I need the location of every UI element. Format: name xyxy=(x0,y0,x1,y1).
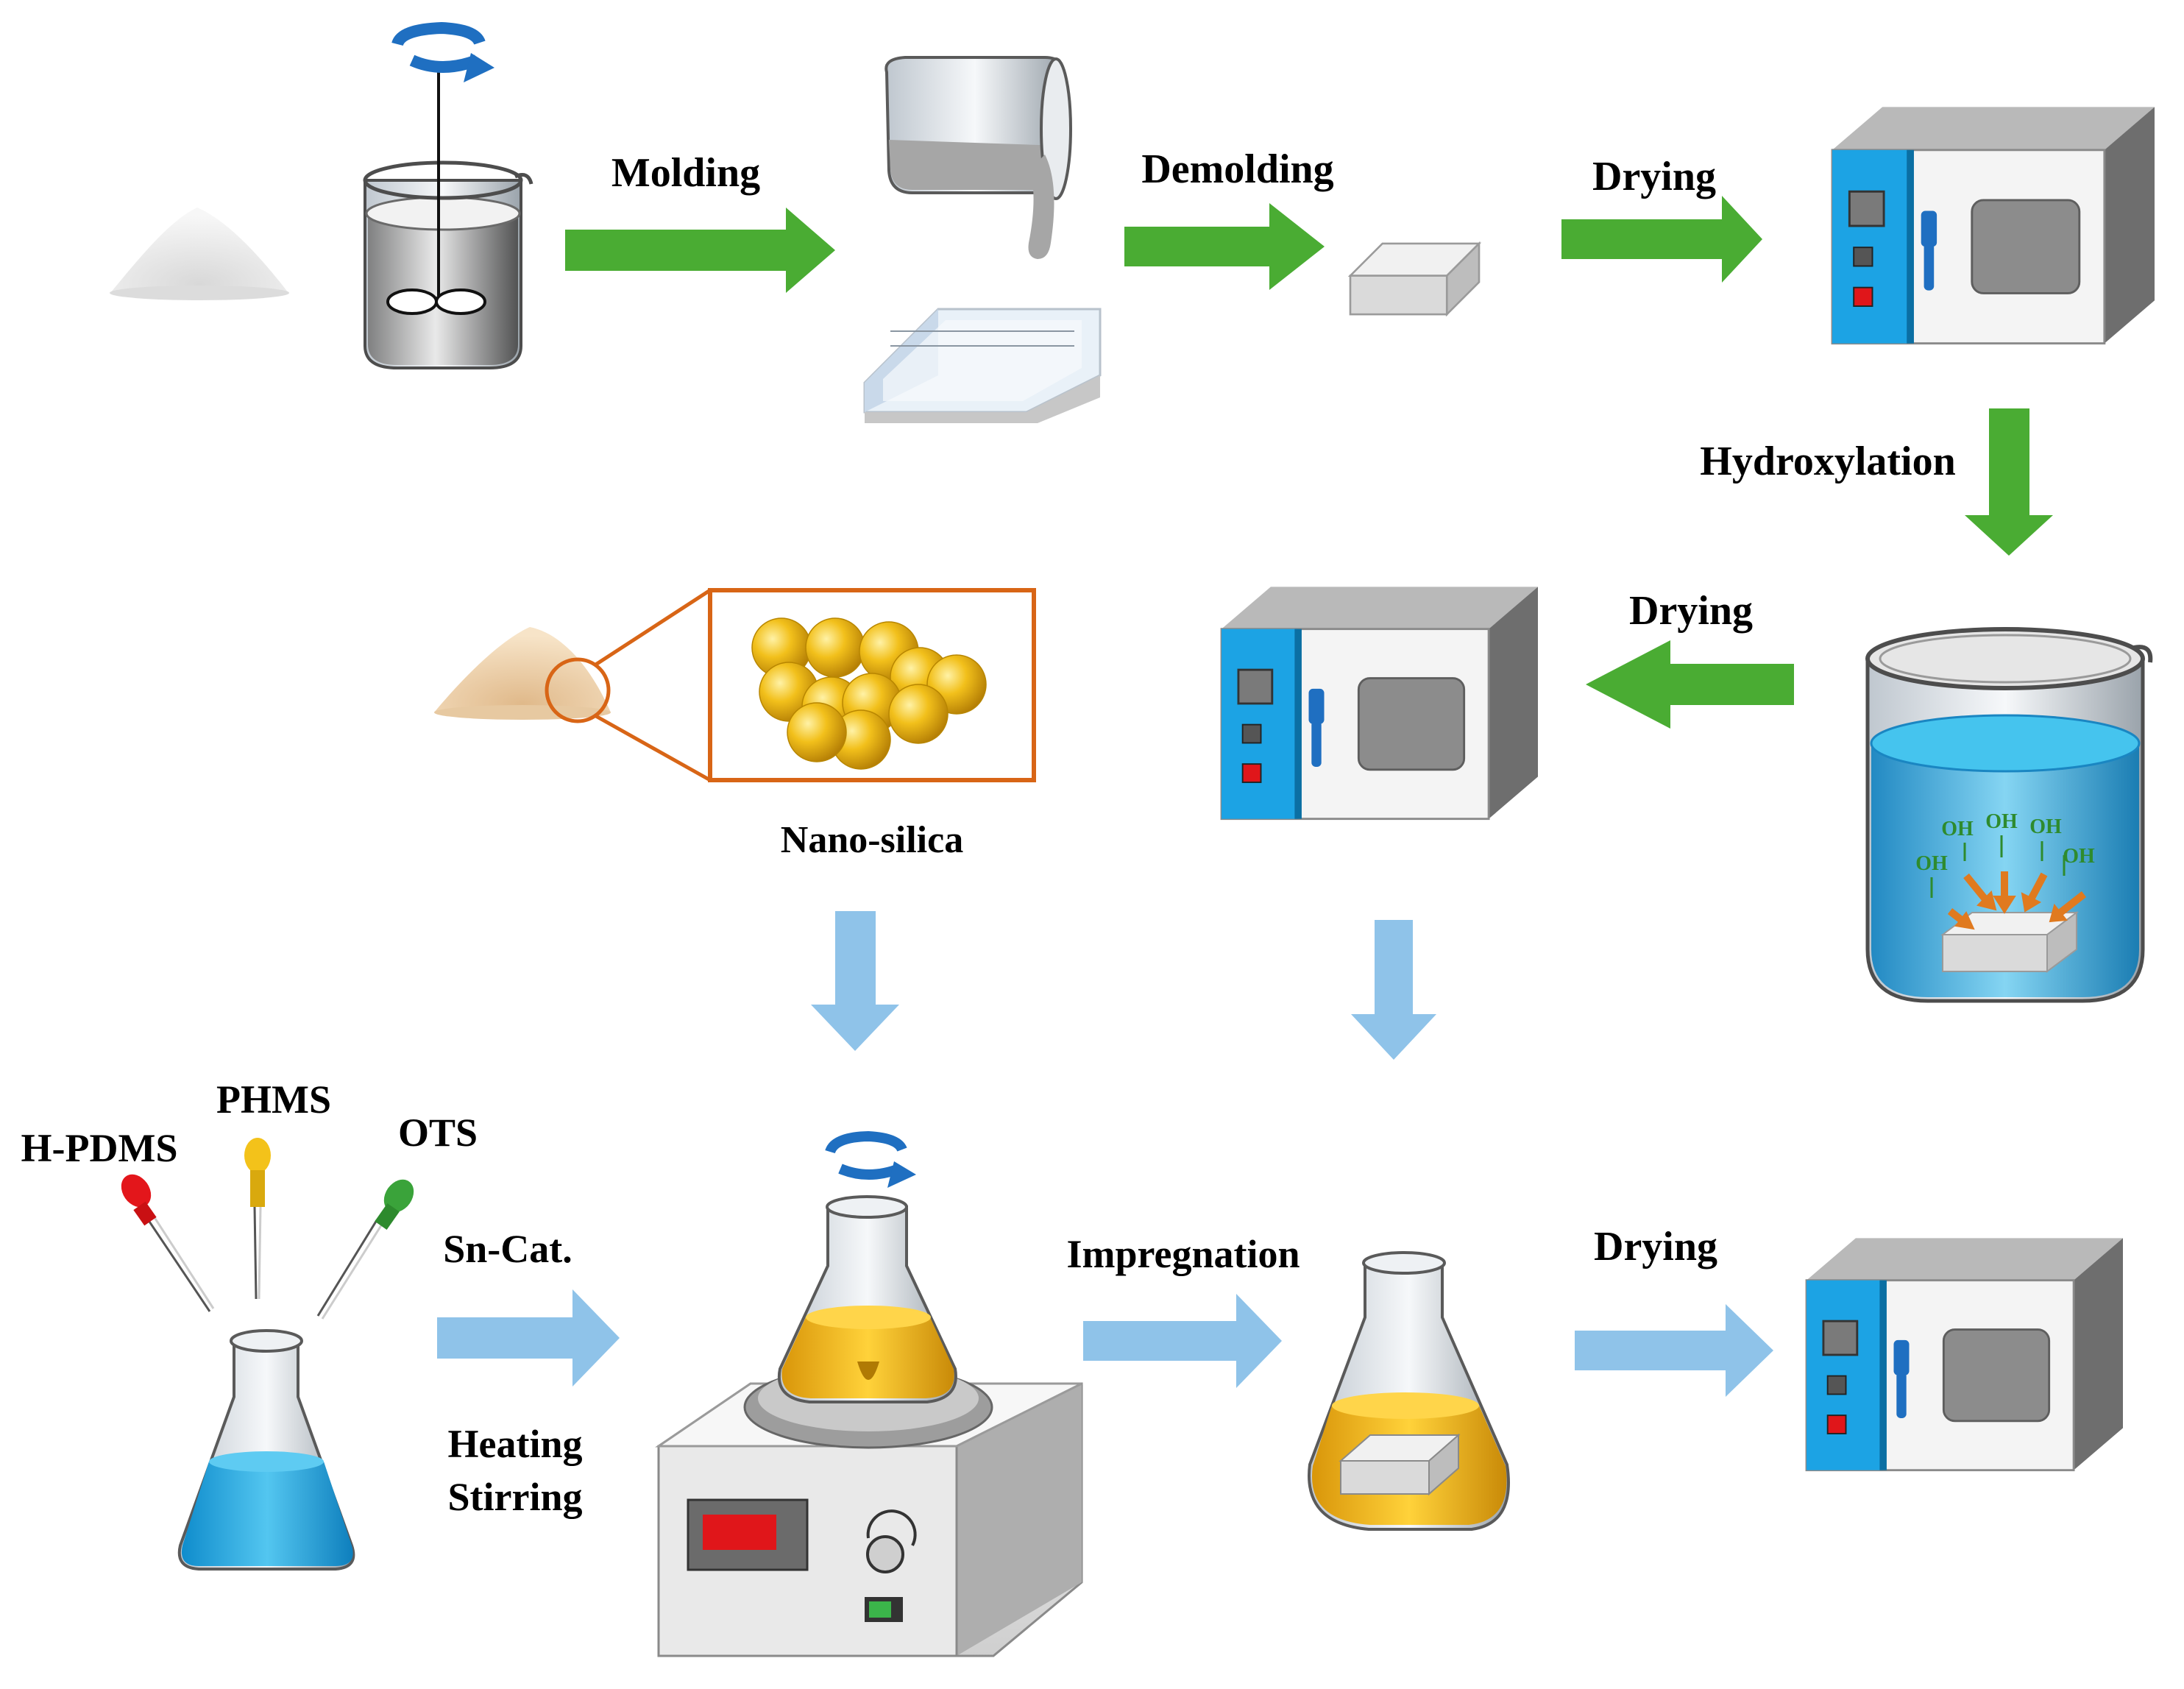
label-hydroxylation: Hydroxylation xyxy=(1700,439,1955,484)
mold-tray-icon xyxy=(863,308,1102,423)
arrow-sn-cat xyxy=(437,1289,620,1387)
nano-silica-spheres-icon xyxy=(708,588,1036,782)
impregnation-flask-icon xyxy=(1308,1251,1510,1531)
arrow-drying-3 xyxy=(1575,1304,1773,1397)
label-stirring: Stirring xyxy=(448,1475,583,1519)
label-drying-2: Drying xyxy=(1629,588,1753,634)
arrow-drying-2 xyxy=(1586,640,1794,729)
label-nano-silica: Nano-silica xyxy=(781,819,963,861)
label-drying-1: Drying xyxy=(1592,154,1716,199)
powder-pile-icon xyxy=(110,208,289,300)
oven-icon xyxy=(1831,105,2156,345)
blue-flask-icon xyxy=(177,1329,355,1571)
label-drying-3: Drying xyxy=(1594,1224,1717,1270)
arrow-impregnation xyxy=(1083,1294,1282,1388)
arrow-down-nano-silica xyxy=(811,911,899,1051)
oh-label: OH xyxy=(1941,818,1974,840)
dropper-icon xyxy=(244,1138,271,1300)
stirred-beaker-icon xyxy=(363,66,533,369)
arrow-down-oven xyxy=(1351,920,1436,1060)
dropper-icon xyxy=(121,1174,215,1312)
oh-label: OH xyxy=(1915,852,1948,875)
oh-label: OH xyxy=(1985,810,2018,833)
label-impregnation: Impregnation xyxy=(1066,1232,1300,1276)
arrow-demolding xyxy=(1124,203,1325,290)
label-sn-cat: Sn-Cat. xyxy=(443,1227,572,1271)
solid-block-icon xyxy=(1349,242,1481,316)
label-molding: Molding xyxy=(611,150,760,196)
label-heating: Heating xyxy=(448,1422,583,1466)
oh-label: OH xyxy=(2063,845,2095,868)
label-phms: PHMS xyxy=(216,1077,331,1122)
label-ots: OTS xyxy=(398,1111,478,1155)
arrow-hydroxylation xyxy=(1965,408,2053,556)
label-demolding: Demolding xyxy=(1141,146,1333,192)
oven-icon xyxy=(1220,585,1539,821)
hot-plate-stirrer-icon xyxy=(655,1365,1083,1657)
hydroxylation-beaker-icon: OH OH OH OH OH xyxy=(1865,627,2153,1003)
rotate-arrow-icon xyxy=(825,1130,916,1188)
gold-flask-icon xyxy=(777,1195,957,1403)
rotate-arrow-icon xyxy=(391,21,494,82)
arrow-drying-1 xyxy=(1561,196,1762,283)
oh-label: OH xyxy=(2029,815,2062,838)
oven-icon xyxy=(1805,1236,2124,1472)
dropper-icon xyxy=(316,1179,414,1320)
label-h-pdms: H-PDMS xyxy=(21,1126,178,1170)
pouring-beaker-icon xyxy=(884,56,1072,259)
arrow-molding xyxy=(565,208,835,293)
nano-silica-powder-icon xyxy=(434,588,712,782)
